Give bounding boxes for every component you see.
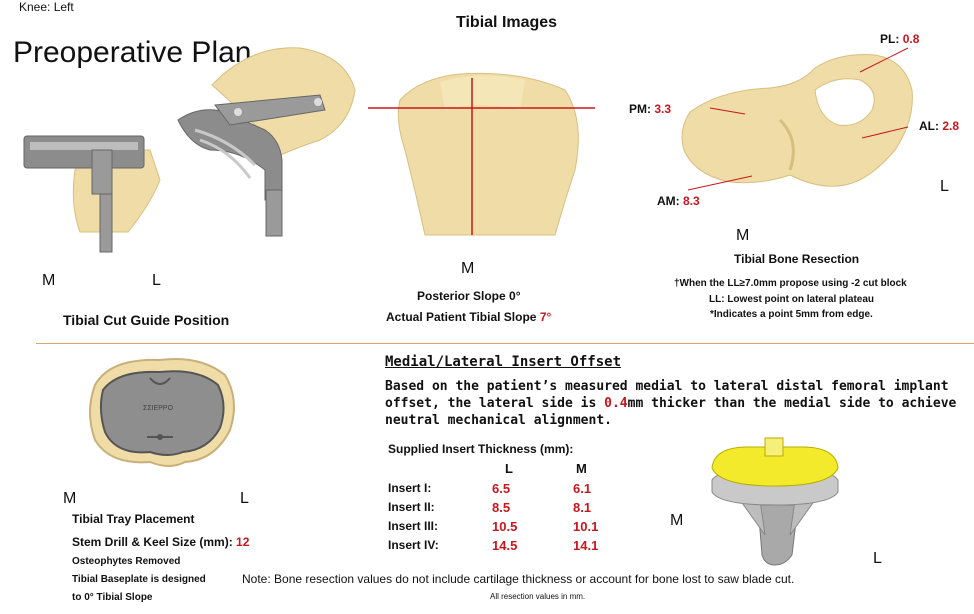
pm-point: PM: 3.3 [629,102,671,116]
resection-m-label: M [736,227,750,244]
osteophytes-label: Osteophytes Removed [72,556,181,567]
stem-size-value: 12 [236,535,250,549]
insert-row-name: Insert II: [388,500,435,514]
insert-row-m: 10.1 [573,519,599,534]
footer-note: Note: Bone resection values do not inclu… [242,572,795,586]
actual-slope-line: Actual Patient Tibial Slope 7° [386,310,551,324]
pl-name: PL: [880,32,900,46]
offset-paragraph: Based on the patient’s measured medial t… [385,378,956,429]
insert-row-l: 14.5 [492,538,518,553]
am-point: AM: 8.3 [657,194,700,208]
offset-line-3: neutral mechanical alignment. [385,413,612,428]
actual-slope-label: Actual Patient Tibial Slope [386,310,540,324]
stem-size-line: Stem Drill & Keel Size (mm): 12 [72,535,249,549]
insert-col-l: L [505,461,513,476]
baseplate-line-2: to 0° Tibial Slope [72,592,153,603]
insert-row-l: 8.5 [492,500,511,515]
cut-guide-m-label: M [42,272,56,289]
insert-row-l: 10.5 [492,519,518,534]
insert-table-title: Supplied Insert Thickness (mm): [388,442,574,456]
al-value: 2.8 [942,119,960,133]
implant-m-label: M [670,512,684,529]
section-divider [36,343,974,344]
resection-title: Tibial Bone Resection [734,252,860,266]
knee-side-label: Knee: Left [19,0,74,14]
insert-row-l: 6.5 [492,481,511,496]
stem-size-label: Stem Drill & Keel Size (mm): [72,535,237,549]
offset-value: 0.4 [604,396,628,411]
insert-row-name: Insert IV: [388,538,439,552]
pm-value: 3.3 [654,102,672,116]
section-title: Tibial Images [456,14,558,31]
am-name: AM: [657,194,680,208]
cut-guide-l-label: L [152,272,161,289]
insert-row-name: Insert I: [388,481,432,495]
offset-line-2: offset, the lateral side is 0.4mm thicke… [385,395,956,412]
posterior-slope-text: Posterior Slope 0° [417,289,521,303]
pl-value: 0.8 [902,32,920,46]
plan-title: Preoperative Plan [13,36,252,69]
insert-row-m: 14.1 [573,538,599,553]
slope-m-label: M [461,260,475,277]
footer-units: All resection values in mm. [490,592,586,601]
pm-name: PM: [629,102,651,116]
offset-heading: Medial/Lateral Insert Offset [385,354,622,370]
pl-point: PL: 0.8 [880,32,919,46]
offset-line-1: Based on the patient’s measured medial t… [385,379,949,394]
al-point: AL: 2.8 [919,119,959,133]
offset-line-2b: mm thicker than the medial side to achie… [627,396,957,411]
offset-line-2a: offset, the lateral side is [385,396,605,411]
al-name: AL: [919,119,939,133]
implant-l-label: L [873,550,882,567]
resection-note-2: LL: Lowest point on lateral plateau [709,294,875,305]
baseplate-line-1: Tibial Baseplate is designed [72,574,206,585]
insert-row-m: 6.1 [573,481,592,496]
cut-guide-caption: Tibial Cut Guide Position [63,312,230,328]
resection-note-1: †When the LL≥7.0mm propose using -2 cut … [674,278,907,289]
insert-row-m: 8.1 [573,500,592,515]
actual-slope-value: 7° [539,310,552,324]
resection-l-label: L [940,178,949,195]
tray-l-label: L [240,490,249,507]
insert-col-m: M [576,461,587,476]
tray-placement-label: Tibial Tray Placement [72,512,195,526]
tray-m-label: M [63,490,77,507]
insert-row-name: Insert III: [388,519,439,533]
resection-note-3: *Indicates a point 5mm from edge. [710,309,873,320]
am-value: 8.3 [683,194,700,208]
tray-engraving: ΣΣΙΕΡΡΟ [143,405,174,412]
